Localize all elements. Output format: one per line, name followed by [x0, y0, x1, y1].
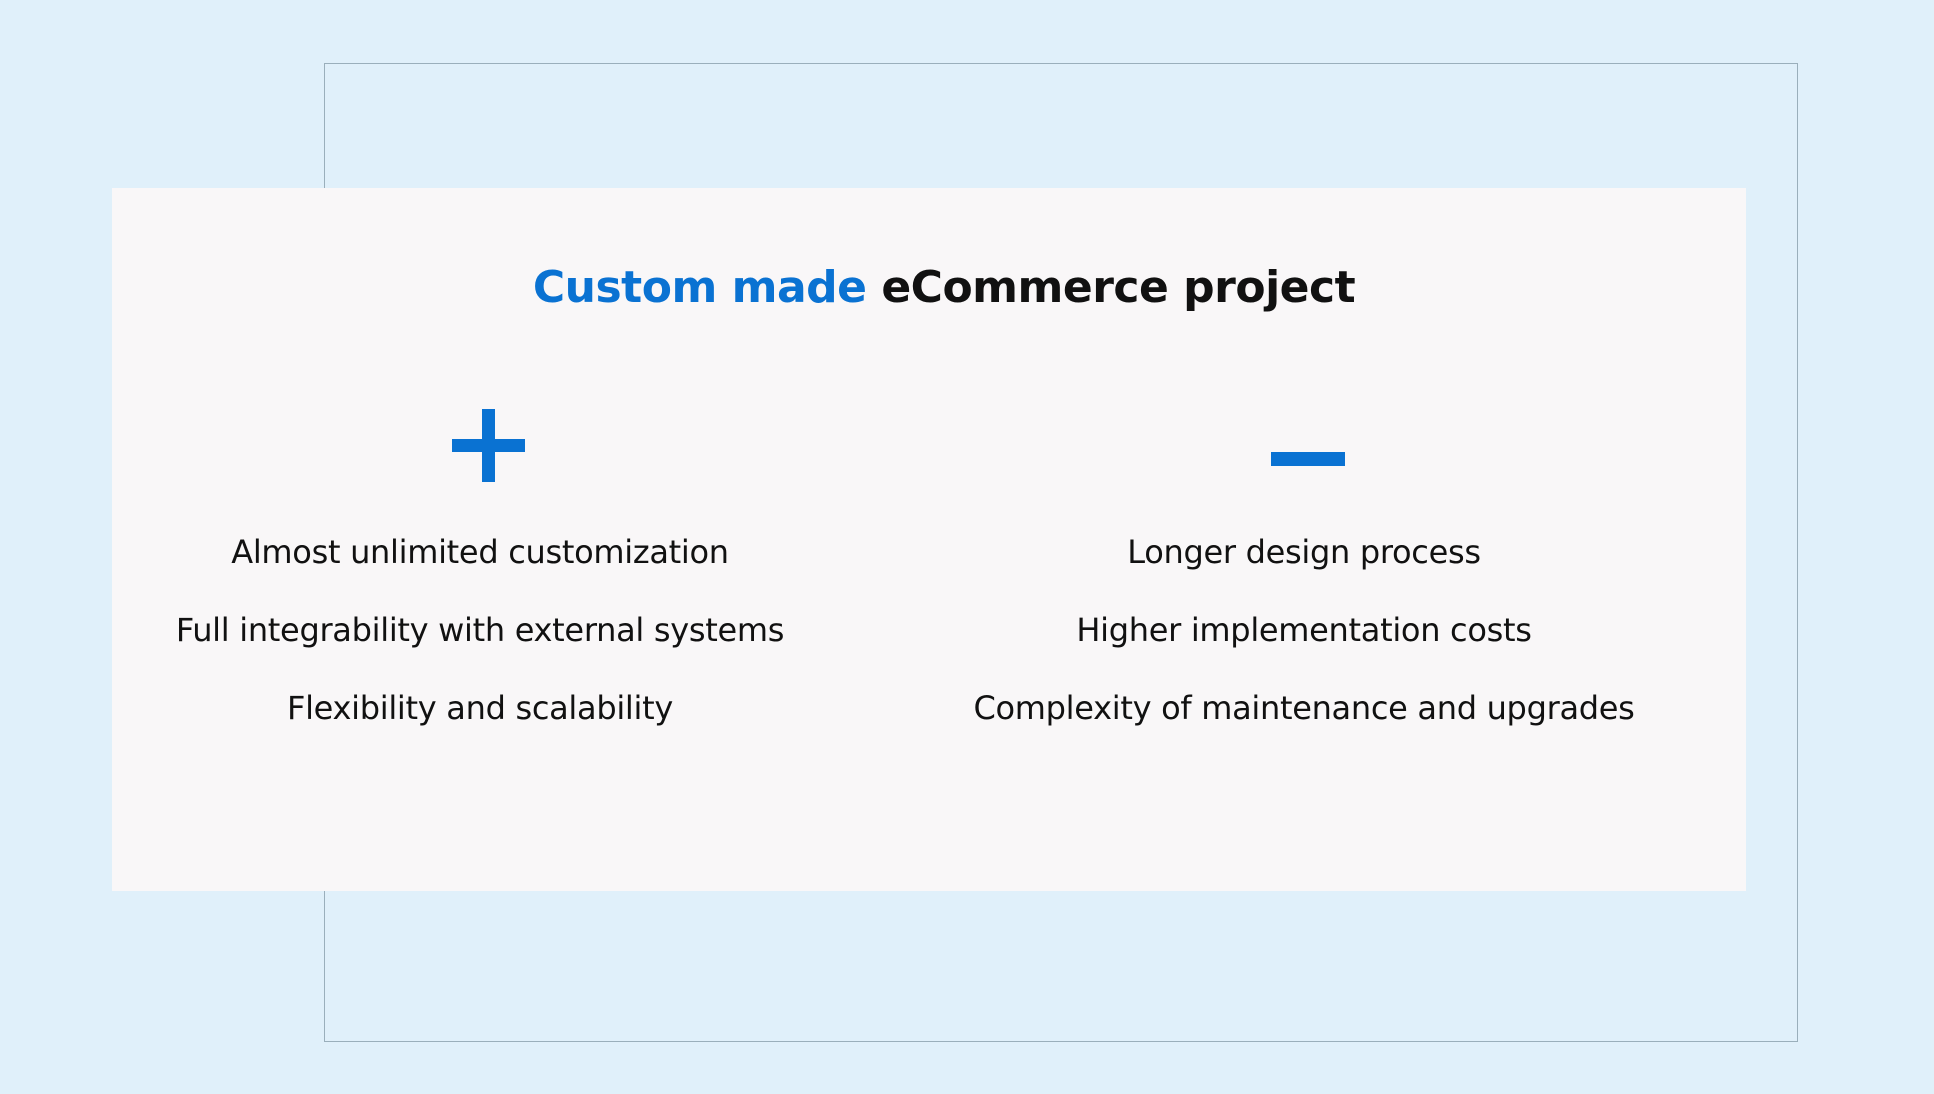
pros-list: Almost unlimited customization Full inte…: [100, 530, 860, 764]
content-card: [112, 188, 1746, 891]
pros-item: Almost unlimited customization: [231, 533, 729, 571]
title-rest: eCommerce project: [881, 262, 1356, 313]
cons-item: Longer design process: [1127, 533, 1481, 571]
cons-item: Higher implementation costs: [1076, 611, 1532, 649]
cons-list: Longer design process Higher implementat…: [924, 530, 1684, 764]
pros-item: Full integrability with external systems: [175, 611, 785, 649]
minus-icon: [1271, 452, 1345, 466]
cons-item: Complexity of maintenance and upgrades: [973, 689, 1635, 727]
page-title: Custom made eCommerce project: [0, 262, 1888, 313]
plus-icon: [452, 409, 525, 482]
pros-item: Flexibility and scalability: [286, 689, 673, 727]
title-highlight: Custom made: [532, 262, 867, 313]
